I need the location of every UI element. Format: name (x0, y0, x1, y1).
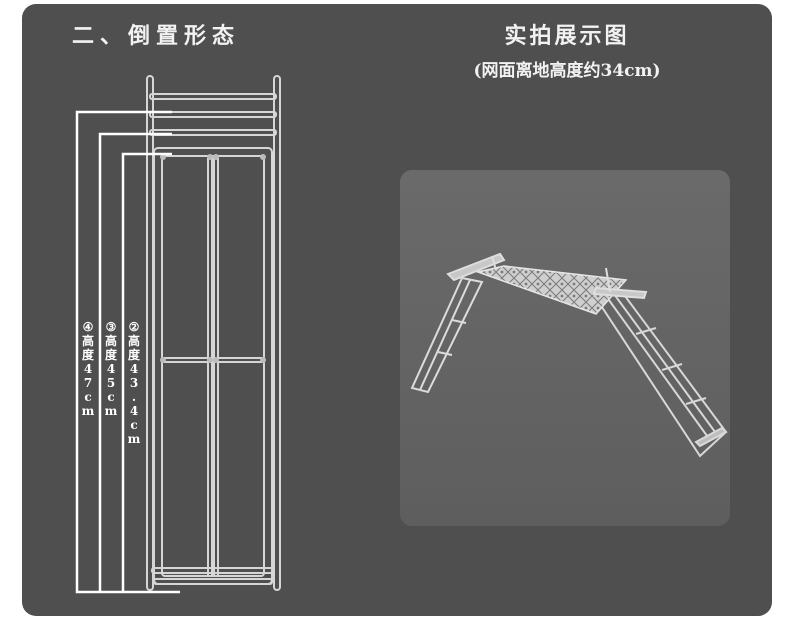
rack-photo-illustration (410, 252, 728, 458)
right-handle (592, 267, 648, 300)
inverted-rack-diagram (75, 75, 281, 594)
left-leg (410, 276, 484, 394)
left-handle (446, 252, 506, 282)
inverted-form-title: 二、倒置形态 (72, 23, 241, 49)
mesh-height-note: (网面离地高度约34cm) (473, 61, 661, 81)
right-leg (594, 290, 728, 458)
product-panel: 二、倒置形态 实拍展示图 (网面离地高度约34cm) (22, 4, 772, 616)
product-photo (400, 170, 730, 526)
photo-display-title: 实拍展示图 (504, 23, 630, 49)
rack-joints (160, 154, 266, 363)
dimension-lines (75, 110, 180, 594)
